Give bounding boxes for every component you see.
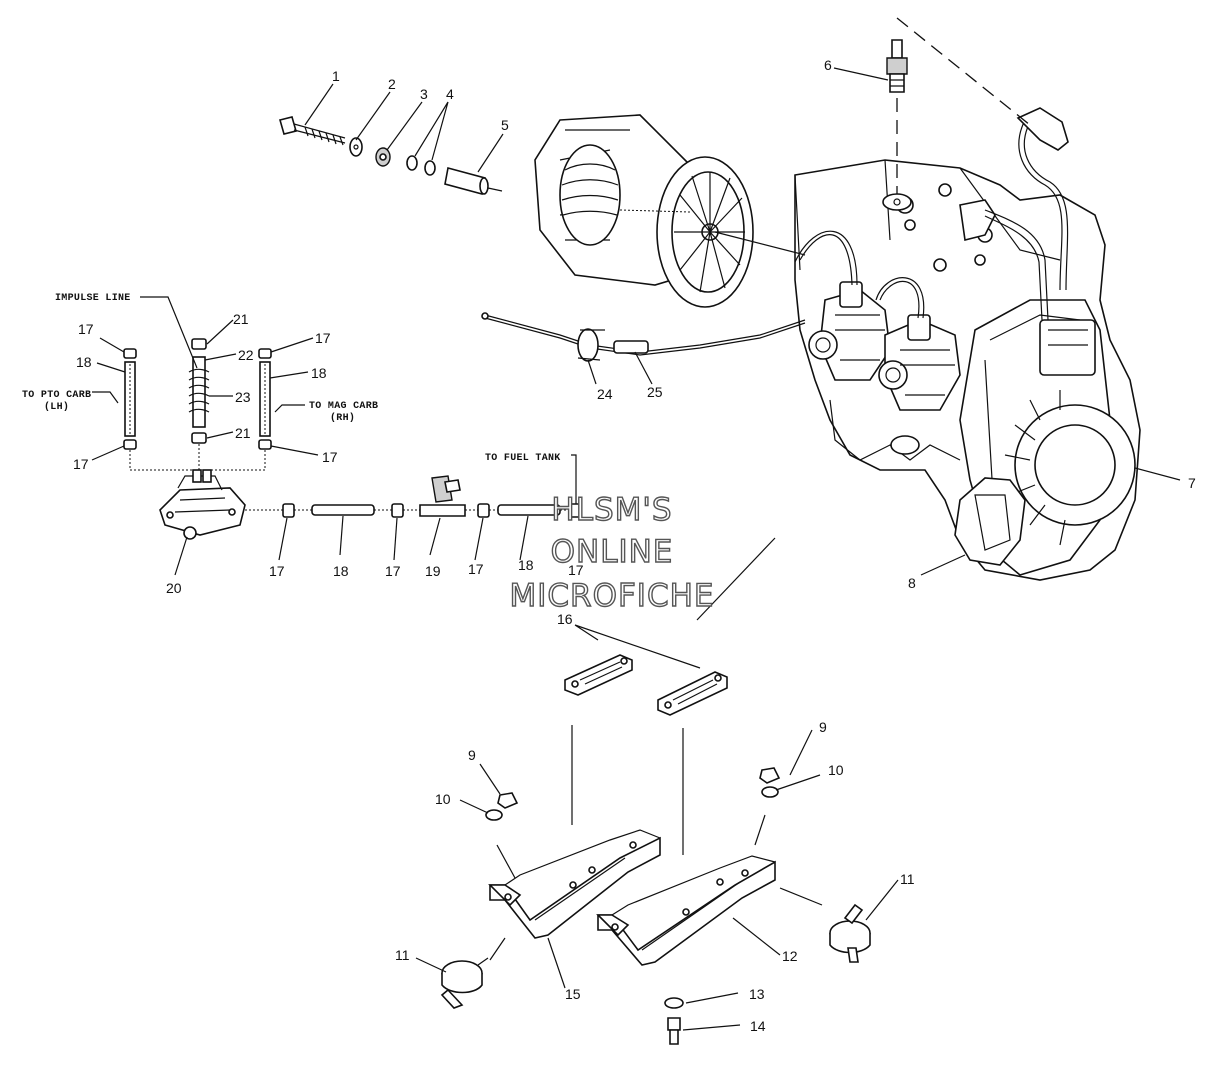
drive-clutch (534, 114, 754, 308)
callout-19: 19 (425, 563, 441, 579)
watermark-line-1: HLSM'S (551, 492, 672, 528)
watermark-line-3: MICROFICHE (510, 578, 715, 614)
callout-17b: 17 (315, 330, 331, 346)
callout-labels: 1 2 3 4 5 6 7 8 9 9 10 10 11 11 12 13 14… (73, 57, 1196, 1034)
callout-13: 13 (749, 986, 765, 1002)
carburetor-mag (878, 314, 961, 411)
callout-1: 1 (332, 68, 340, 84)
callout-3: 3 (420, 86, 428, 102)
callout-17d: 17 (322, 449, 338, 465)
carburetor-pto (808, 281, 891, 381)
throttle-cable (481, 312, 806, 362)
callout-17g: 17 (468, 561, 484, 577)
callout-14: 14 (750, 1018, 766, 1034)
captions: IMPULSE LINE TO PTO CARB (LH) TO MAG CAR… (22, 293, 561, 464)
callout-5: 5 (501, 117, 509, 133)
callout-17f: 17 (385, 563, 401, 579)
callout-22: 22 (238, 347, 254, 363)
callout-12: 12 (782, 948, 798, 964)
callout-21b: 21 (235, 425, 251, 441)
caption-impulse-line: IMPULSE LINE (55, 293, 131, 304)
watermark: HLSM'S ONLINE MICROFICHE (509, 491, 715, 614)
callout-18d: 18 (518, 557, 534, 573)
callout-24: 24 (597, 386, 613, 402)
bolt-and-washers (279, 116, 503, 195)
callout-10b: 10 (828, 762, 844, 778)
engine-mounts (440, 537, 871, 1045)
callout-23: 23 (235, 389, 251, 405)
callout-17a: 17 (78, 321, 94, 337)
callout-11b: 11 (900, 871, 915, 887)
callout-16: 16 (557, 611, 573, 627)
watermark-line-2: ONLINE (551, 534, 674, 570)
fuel-pump-system (123, 338, 582, 540)
callout-17e: 17 (269, 563, 285, 579)
callout-25: 25 (647, 384, 663, 400)
callout-18a: 18 (76, 354, 92, 370)
spark-plug (886, 39, 908, 93)
callout-11a: 11 (395, 947, 410, 963)
callout-8: 8 (908, 575, 916, 591)
caption-to-fuel-tank: TO FUEL TANK (485, 453, 561, 464)
callout-20: 20 (166, 580, 182, 596)
callout-9a: 9 (468, 747, 476, 763)
callout-18b: 18 (311, 365, 327, 381)
leader-lines (91, 67, 1181, 1031)
callout-21a: 21 (233, 311, 249, 327)
callout-2: 2 (388, 76, 396, 92)
callout-17h: 17 (568, 562, 584, 578)
engine-assembly (794, 107, 1141, 581)
caption-to-mag-carb: TO MAG CARB (309, 401, 378, 412)
caption-to-pto-carb: TO PTO CARB (22, 390, 91, 401)
callout-9b: 9 (819, 719, 827, 735)
callout-17c: 17 (73, 456, 89, 472)
caption-to-mag-carb-side: (RH) (330, 412, 355, 424)
callout-4: 4 (446, 86, 454, 102)
caption-to-pto-carb-side: (LH) (44, 401, 69, 413)
callout-15: 15 (565, 986, 581, 1002)
callout-7: 7 (1188, 475, 1196, 491)
callout-6: 6 (824, 57, 832, 73)
callout-18c: 18 (333, 563, 349, 579)
callout-10a: 10 (435, 791, 451, 807)
